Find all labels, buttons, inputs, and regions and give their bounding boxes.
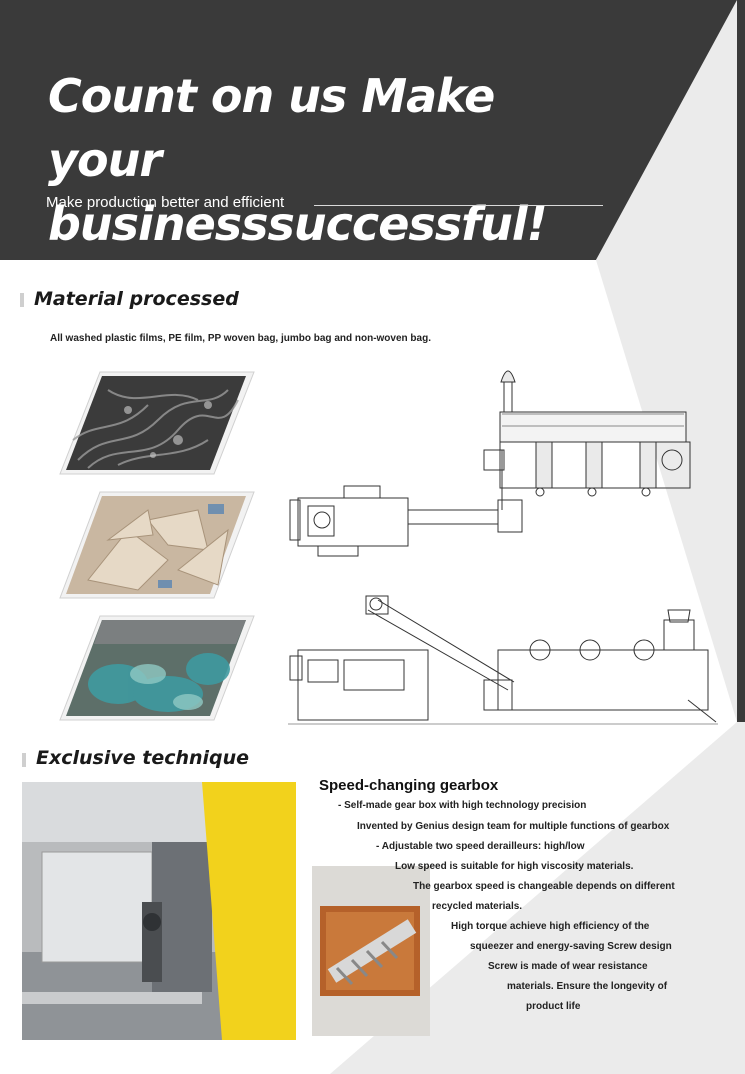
gearbox-feature-line: The gearbox speed is changeable depends … <box>413 881 675 892</box>
material-section-title: Material processed <box>34 288 239 310</box>
gearbox-feature-line: product life <box>526 1001 581 1012</box>
material-description: All washed plastic films, PE film, PP wo… <box>50 333 431 344</box>
hero-title-line-2: your businesssuccessful! <box>48 133 548 251</box>
technique-section-title: Exclusive technique <box>36 747 250 769</box>
gearbox-feature-line: Invented by Genius design team for multi… <box>357 821 670 832</box>
section-marker <box>20 293 24 307</box>
hero-divider <box>314 205 603 206</box>
hero-title-line-1: Count on us Make <box>48 69 495 123</box>
gearbox-feature-line: materials. Ensure the longevity of <box>507 981 668 992</box>
material-photo-2 <box>59 491 255 599</box>
hero-subtitle: Make production better and efficient <box>46 194 285 211</box>
gearbox-title: Speed-changing gearbox <box>319 777 499 794</box>
gearbox-feature-line: recycled materials. <box>432 901 523 912</box>
gearbox-feature-line: High torque achieve high efficiency of t… <box>451 921 650 932</box>
material-photo-1 <box>59 371 255 475</box>
gearbox-feature-line: squeezer and energy-saving Screw design <box>470 941 672 952</box>
section-marker <box>22 753 26 767</box>
hero-title: Count on us Make your businesssuccessful… <box>48 64 648 256</box>
gearbox-feature-line: Low speed is suitable for high viscosity… <box>395 861 634 872</box>
gearbox-feature-line: - Adjustable two speed derailleurs: high… <box>376 841 585 852</box>
screw-photo <box>312 866 430 1036</box>
gearbox-machine-photo <box>22 782 296 1040</box>
gearbox-feature-line: - Self-made gear box with high technolog… <box>338 800 587 811</box>
material-photo-3 <box>59 615 255 721</box>
dark-header-band <box>0 0 745 260</box>
gearbox-feature-line: Screw is made of wear resistance <box>488 961 648 972</box>
washing-line-drawing <box>288 370 718 725</box>
